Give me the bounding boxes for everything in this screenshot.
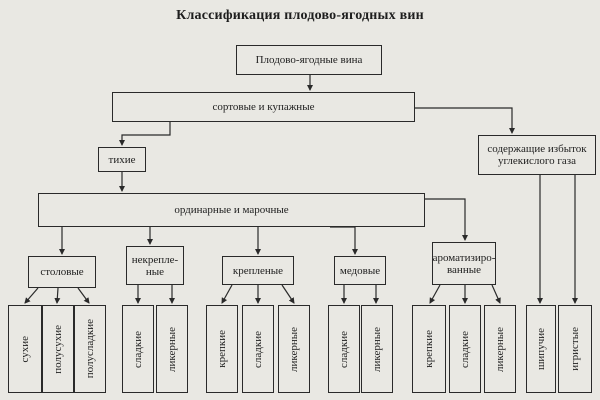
arrow-ord-aromat xyxy=(425,198,468,241)
leaf-shipuchie: шипучие xyxy=(526,305,556,393)
box-tikhie: тихие xyxy=(98,147,146,172)
root-label: Плодово-ягодные вина xyxy=(255,54,363,66)
nekreplenye-line1: некрепле- xyxy=(131,253,179,266)
box-root: Плодово-ягодные вина xyxy=(236,45,382,75)
arrow-arom-likernye xyxy=(491,284,501,304)
aromat-line1: ароматизиро- xyxy=(432,251,496,264)
leaf-sukhie-label: сухие xyxy=(19,335,31,363)
arrow-stol-polusladkie xyxy=(77,287,90,304)
leaf-arom-likernye-label: ликерные xyxy=(494,326,506,372)
arrow-krep-krepkie xyxy=(221,284,233,304)
box-gazirovannye: содержащие избыток углекислого газа xyxy=(478,135,596,175)
leaf-nekr-likernye-label: ликерные xyxy=(166,326,178,372)
leaf-igristye: игристые xyxy=(558,305,592,393)
leaf-med-sladkie: сладкие xyxy=(328,305,360,393)
box-nekreplenye: некрепле- ные xyxy=(126,246,184,285)
box-kreplenye: крепленые xyxy=(222,256,294,285)
leaf-arom-krepkie: крепкие xyxy=(412,305,446,393)
arrow-arom-krepkie xyxy=(429,284,441,304)
medovye-label: медовые xyxy=(339,264,381,277)
leaf-arom-sladkie-label: сладкие xyxy=(459,330,471,368)
arrow-sortovye-tikhie xyxy=(119,122,171,146)
arrow-sortovye-gaz xyxy=(415,107,515,134)
leaf-nekr-likernye: ликерные xyxy=(156,305,188,393)
leaf-krep-likernye-label: ликерные xyxy=(288,326,300,372)
ordinarnye-label: ординарные и марочные xyxy=(174,204,289,216)
kreplenye-label: крепленые xyxy=(232,264,284,277)
leaf-krep-sladkie: сладкие xyxy=(242,305,274,393)
box-aromatizirovannye: ароматизиро- ванные xyxy=(432,242,496,285)
leaf-krep-krepkie: крепкие xyxy=(206,305,238,393)
leaf-nekr-sladkie: сладкие xyxy=(122,305,154,393)
box-stolovye: столовые xyxy=(28,256,96,288)
leaf-nekr-sladkie-label: сладкие xyxy=(132,330,144,368)
leaf-polusladkie: полусладкие xyxy=(74,305,106,393)
leaf-arom-likernye: ликерные xyxy=(484,305,516,393)
box-ordinarnye: ординарные и марочные xyxy=(38,193,425,227)
gaz-label-line1: содержащие избыток xyxy=(487,143,587,155)
box-medovye: медовые xyxy=(334,256,386,285)
sortovye-label: сортовые и купажные xyxy=(212,101,315,113)
arrow-krep-likernye xyxy=(281,284,295,304)
aromat-line2: ванные xyxy=(447,263,481,276)
leaf-med-sladkie-label: сладкие xyxy=(338,330,350,368)
box-sortovye: сортовые и купажные xyxy=(112,92,415,122)
leaf-med-likernye-label: ликерные xyxy=(371,326,383,372)
leaf-arom-sladkie: сладкие xyxy=(449,305,481,393)
leaf-arom-krepkie-label: крепкие xyxy=(423,330,435,368)
leaf-shipuchie-label: шипучие xyxy=(535,327,547,371)
arrow-ord-medovye xyxy=(330,226,358,255)
leaf-krep-sladkie-label: сладкие xyxy=(252,330,264,368)
gaz-label-line2: углекислого газа xyxy=(497,155,577,167)
leaf-krep-likernye: ликерные xyxy=(278,305,310,393)
diagram-title: Классификация плодово-ягодных вин xyxy=(176,8,424,23)
arrow-stol-sukhie xyxy=(24,287,39,304)
stolovye-label: столовые xyxy=(40,266,84,278)
leaf-igristye-label: игристые xyxy=(569,327,581,371)
leaf-sukhie: сухие xyxy=(8,305,42,393)
leaf-polusukhie-label: полусухие xyxy=(52,324,64,374)
tikhie-label: тихие xyxy=(108,153,136,166)
nekreplenye-line2: ные xyxy=(145,265,165,278)
leaf-krep-krepkie-label: крепкие xyxy=(216,330,228,368)
arrow-stol-polusukhie xyxy=(54,287,61,304)
leaf-med-likernye: ликерные xyxy=(361,305,393,393)
leaf-polusladkie-label: полусладкие xyxy=(84,319,96,379)
leaf-polusukhie: полусухие xyxy=(42,305,74,393)
